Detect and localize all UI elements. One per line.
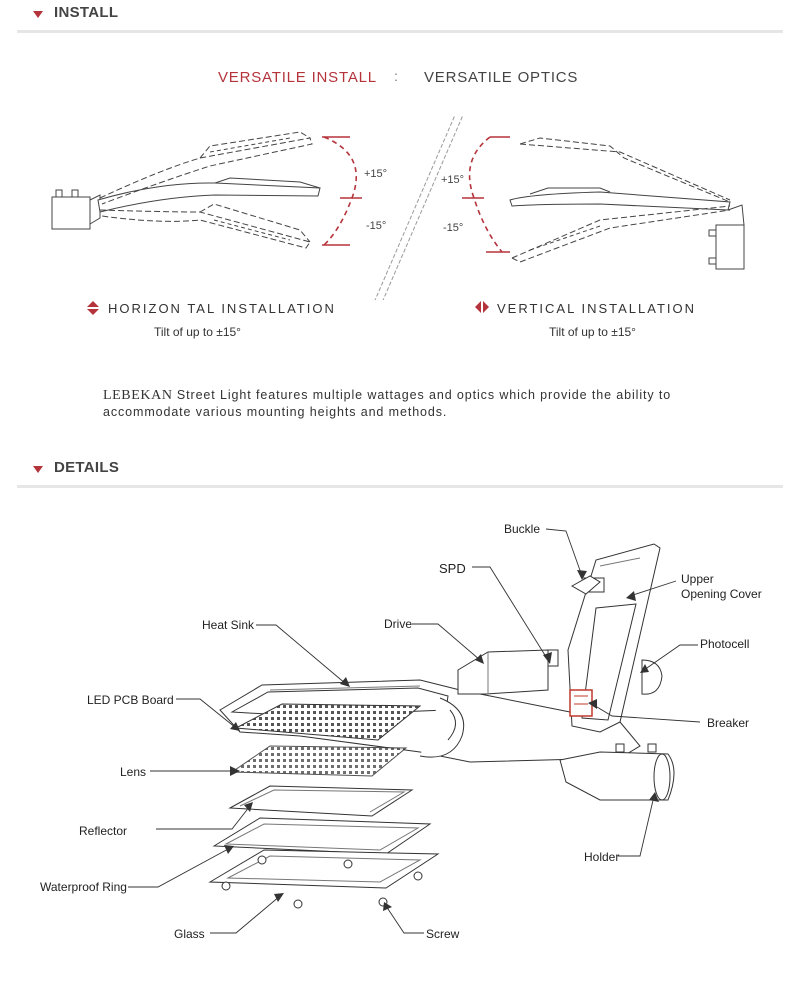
label-holder: Holder (584, 850, 620, 864)
description-line-1: Street Light features multiple wattages … (172, 388, 672, 402)
vertical-installation-sub: Tilt of up to ±15° (549, 325, 636, 339)
versatile-install-title: VERSATILE INSTALL (218, 69, 377, 86)
details-heading: DETAILS (54, 459, 120, 476)
right-minus-angle: -15° (443, 222, 464, 234)
label-photocell: Photocell (700, 637, 750, 651)
label-waterproof-ring: Waterproof Ring (40, 880, 127, 894)
caret-down-icon (33, 466, 43, 473)
horizontal-installation-title: HORIZON TAL INSTALLATION (108, 301, 336, 316)
description: LEBEKAN Street Light features multiple w… (103, 387, 671, 421)
description-line-2: accommodate various mounting heights and… (103, 405, 448, 419)
exploded-diagram (128, 528, 701, 934)
label-drive: Drive (384, 617, 413, 631)
divider (17, 485, 783, 488)
divider (17, 30, 783, 33)
label-buckle: Buckle (504, 522, 541, 536)
label-opening-cover: Opening Cover (681, 587, 762, 601)
versatile-optics-title: VERSATILE OPTICS (424, 69, 579, 86)
up-down-arrows-icon (87, 301, 99, 315)
label-lens: Lens (120, 765, 147, 779)
horizontal-installation-sub: Tilt of up to ±15° (154, 325, 241, 339)
label-heat-sink: Heat Sink (202, 618, 255, 632)
label-screw: Screw (426, 927, 460, 941)
label-led-pcb-board: LED PCB Board (87, 693, 174, 707)
caret-down-icon (33, 11, 43, 18)
label-breaker: Breaker (707, 716, 750, 730)
title-separator: : (394, 68, 398, 84)
brand-name: LEBEKAN (103, 388, 173, 403)
left-minus-angle: -15° (366, 220, 387, 232)
label-spd: SPD (439, 561, 466, 576)
right-plus-angle: +15° (441, 174, 465, 186)
install-heading: INSTALL (54, 4, 119, 21)
label-reflector: Reflector (79, 824, 128, 838)
left-plus-angle: +15° (364, 168, 388, 180)
label-glass: Glass (174, 927, 205, 941)
vertical-installation-title: VERTICAL INSTALLATION (497, 301, 697, 316)
label-upper: Upper (681, 572, 714, 586)
install-illustration (51, 114, 745, 300)
left-right-arrows-icon (475, 301, 489, 313)
